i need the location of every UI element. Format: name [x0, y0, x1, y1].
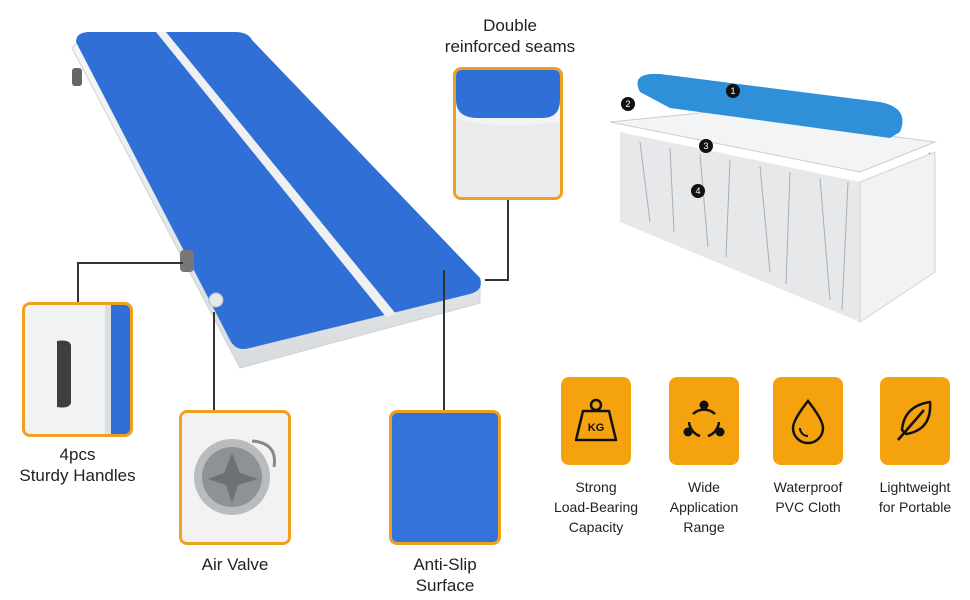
kg-weight-icon: KG [561, 377, 631, 465]
valve-connector [213, 312, 215, 410]
layer-marker-2: 2 [621, 97, 635, 111]
handles-connector-v [77, 262, 79, 302]
feather-icon [880, 377, 950, 465]
surface-label: Anti-Slip Surface [413, 555, 477, 595]
layer-marker-1: 1 [726, 84, 740, 98]
handles-connector-h [77, 262, 183, 264]
surface-connector [443, 270, 445, 410]
seams-connector [507, 200, 509, 280]
svg-text:KG: KG [588, 422, 605, 434]
valve-label: Air Valve [201, 555, 269, 574]
surface-closeup [389, 410, 501, 545]
seams-closeup [453, 67, 563, 200]
air-track-mat-image [71, 32, 481, 369]
layer-marker-4: 4 [691, 184, 705, 198]
layer-marker-3: 3 [699, 139, 713, 153]
seams-label: Double reinforced seams [444, 16, 576, 56]
handles-closeup [22, 302, 133, 437]
layer-cross-section-image [610, 73, 937, 323]
valve-closeup [179, 410, 291, 545]
share-nodes-icon [669, 377, 739, 465]
water-drop-icon [773, 377, 843, 465]
seams-connector-h [485, 279, 509, 281]
handles-label: 4pcs Sturdy Handles [19, 445, 136, 485]
